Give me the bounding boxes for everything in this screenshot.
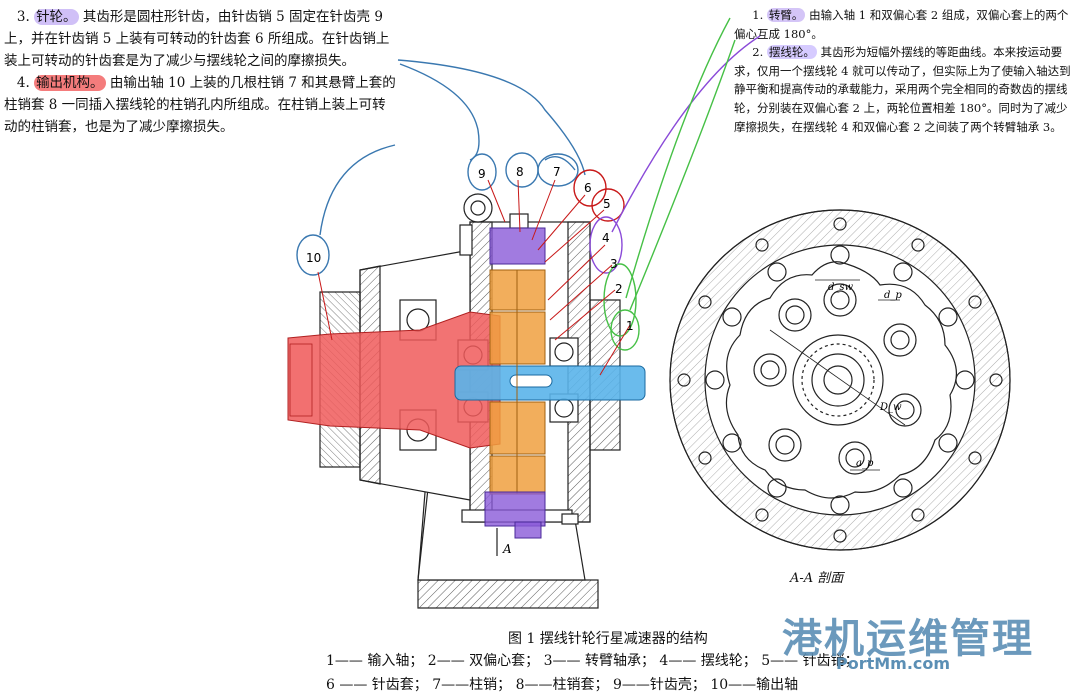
term-rotating-arm: 转臂。 — [766, 8, 806, 22]
item-number: 3. — [16, 9, 30, 25]
legend-row-1: 1—— 输入轴； 2—— 双偏心套； 3—— 转臂轴承； 4—— 摆线轮； 5—… — [326, 653, 859, 669]
term-cycloid-wheel: 摆线轮。 — [766, 45, 817, 60]
callout-7: 7 — [553, 165, 561, 179]
cycloid-wheel-highlight — [489, 269, 546, 495]
watermark-url: PortMm.com — [836, 654, 951, 673]
output-pin-holes — [753, 283, 922, 475]
callout-6: 6 — [584, 181, 592, 195]
output-shaft-highlight — [287, 311, 501, 449]
dim-label-dw: D_w — [879, 402, 902, 413]
callout-3: 3 — [610, 257, 618, 271]
term-pin-wheel: 针轮。 — [34, 9, 79, 25]
paragraph-body: 由输入轴 1 和双偏心套 2 组成，双偏心套上的两个偏心互成 180°。 — [734, 8, 1069, 41]
dim-label-ap: a_p — [856, 458, 874, 469]
outer-bolt-holes — [677, 217, 1003, 543]
item-number: 4. — [16, 75, 30, 91]
legend-row-2: 6 —— 针齿套； 7——柱销； 8——柱销套； 9——针齿壳； 10——输出轴 — [326, 677, 799, 693]
paragraph-pin-wheel: 3. 针轮。 其齿形是圆柱形针齿，由针齿销 5 固定在针齿壳 9 上，并在针齿销… — [4, 6, 396, 72]
item-number: 2. — [752, 45, 764, 60]
paragraph-cycloid-wheel: 2. 摆线轮。 其齿形为短幅外摆线的等距曲线。本来按运动要求，仅用一个摆线轮 4… — [734, 43, 1078, 136]
callout-2: 2 — [615, 282, 623, 296]
right-description: 1. 转臂。 由输入轴 1 和双偏心套 2 组成，双偏心套上的两个偏心互成 18… — [734, 6, 1078, 136]
section-marker: A — [502, 542, 512, 556]
paragraph-body: 由输出轴 10 上装的几根柱销 7 和其悬臂上套的柱销套 8 一同插入摆线轮的柱… — [4, 75, 396, 135]
callout-5: 5 — [603, 197, 611, 211]
watermark-logo: 港机运维管理 — [782, 616, 1034, 662]
paragraph-body: 其齿形为短幅外摆线的等距曲线。本来按运动要求，仅用一个摆线轮 4 就可以传动了，… — [734, 45, 1071, 134]
cycloid-profile — [725, 261, 957, 499]
callout-9: 9 — [478, 167, 486, 181]
dim-label-dp: d_p — [884, 290, 902, 301]
paragraph-output-mechanism: 4. 输出机构。 由输出轴 10 上装的几根柱销 7 和其悬臂上套的柱销套 8 … — [4, 72, 396, 138]
hand-annotations — [296, 17, 761, 376]
callout-10: 10 — [306, 251, 321, 265]
callout-8: 8 — [516, 165, 524, 179]
callout-4: 4 — [602, 231, 610, 245]
paragraph-rotating-arm: 1. 转臂。 由输入轴 1 和双偏心套 2 组成，双偏心套上的两个偏心互成 18… — [734, 6, 1078, 43]
callout-numbers: 10 9 8 7 6 5 4 3 2 1 — [306, 165, 634, 333]
item-number: 1. — [752, 8, 764, 22]
callout-1: 1 — [626, 319, 634, 333]
section-label: A-A 剖面 — [790, 571, 844, 586]
paragraph-body: 其齿形是圆柱形针齿，由针齿销 5 固定在针齿壳 9 上，并在针齿销 5 上装有可… — [4, 9, 390, 69]
term-output-mechanism: 输出机构。 — [34, 75, 106, 91]
pin-gear-highlight — [484, 227, 546, 539]
section-view-aa — [669, 209, 1011, 551]
figure-caption: 图 1 摆线针轮行星减速器的结构 — [508, 631, 708, 647]
base-foot — [417, 579, 599, 609]
dim-label-dsw: d_sw — [828, 282, 854, 293]
left-description: 3. 针轮。 其齿形是圆柱形针齿，由针齿销 5 固定在针齿壳 9 上，并在针齿销… — [4, 6, 396, 138]
input-shaft-highlight — [454, 365, 646, 401]
